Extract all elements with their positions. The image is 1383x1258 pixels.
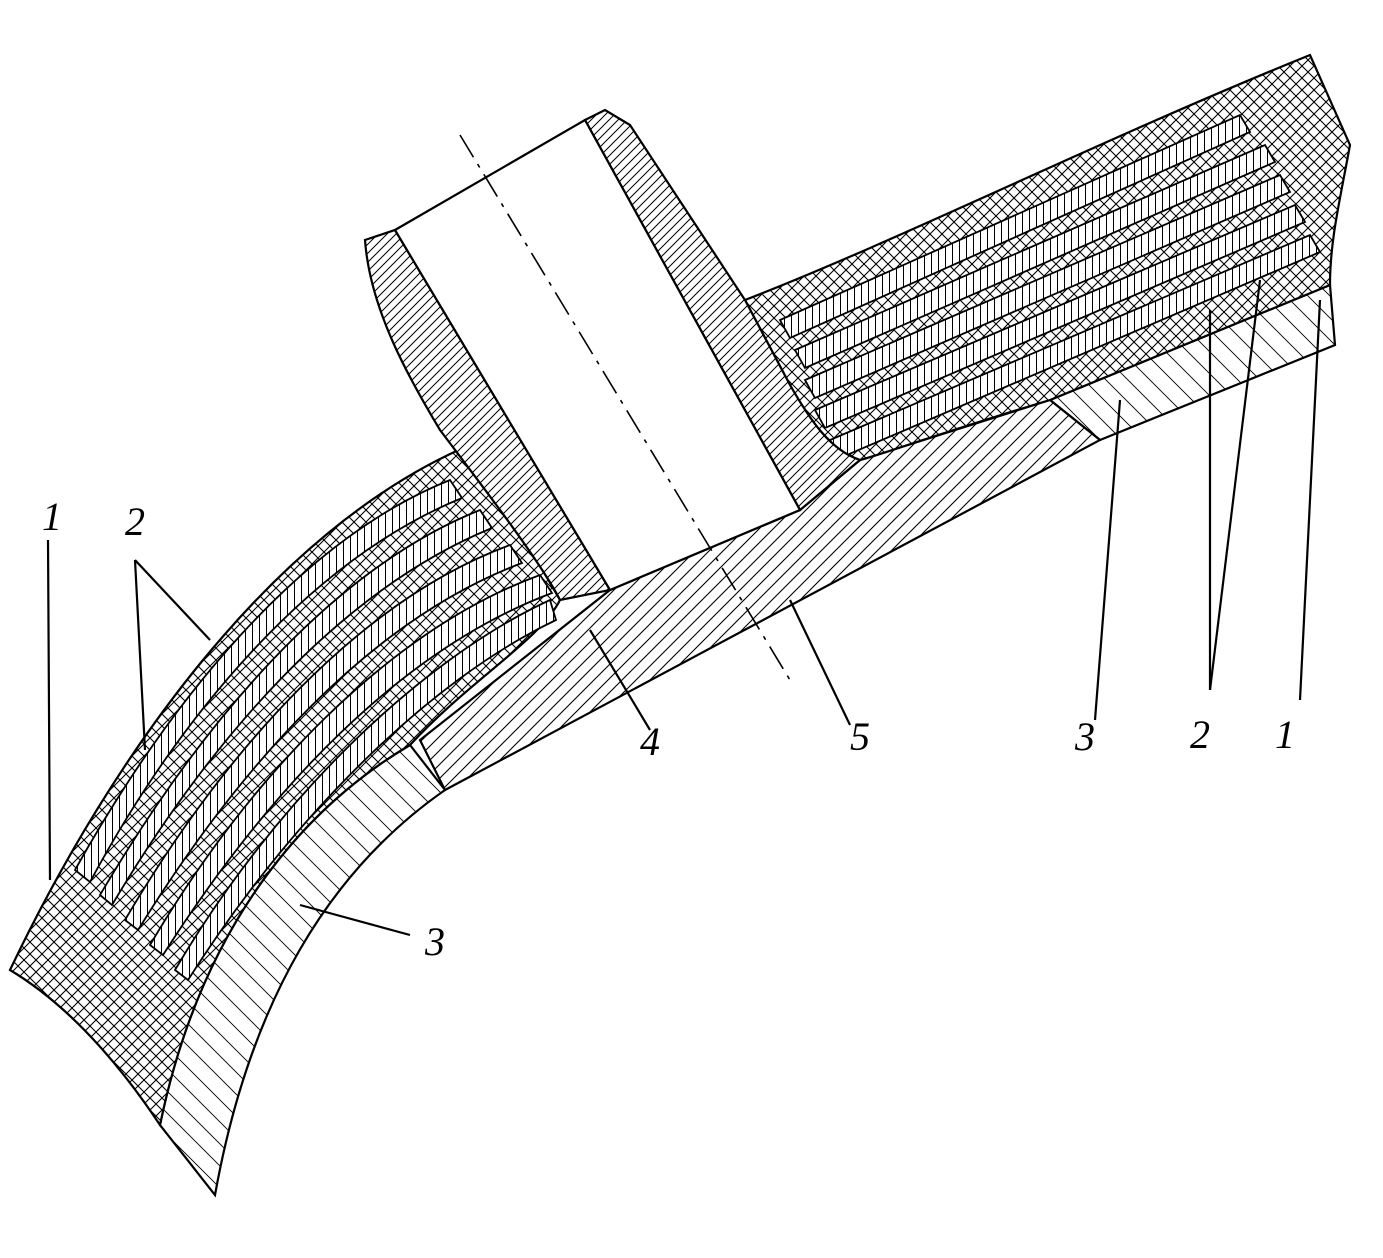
axis-centerline bbox=[459, 134, 791, 681]
nozzle-bore bbox=[393, 118, 802, 592]
label-3-left: 3 bbox=[424, 919, 445, 964]
label-3-right: 3 bbox=[1074, 714, 1095, 759]
label-4-center: 4 bbox=[640, 719, 660, 764]
reinforcement-strips-right bbox=[778, 113, 1322, 460]
nozzle-collar-left-wall bbox=[363, 228, 612, 602]
label-2-right: 2 bbox=[1190, 712, 1210, 757]
nozzle-collar-right-wall bbox=[583, 108, 863, 512]
label-1-left: 1 bbox=[42, 494, 62, 539]
label-1-right: 1 bbox=[1275, 712, 1295, 757]
reinforcement-strips-left bbox=[73, 478, 558, 982]
label-2-left: 2 bbox=[125, 499, 145, 544]
leader-lines bbox=[46, 279, 1322, 937]
label-5-center: 5 bbox=[850, 714, 870, 759]
